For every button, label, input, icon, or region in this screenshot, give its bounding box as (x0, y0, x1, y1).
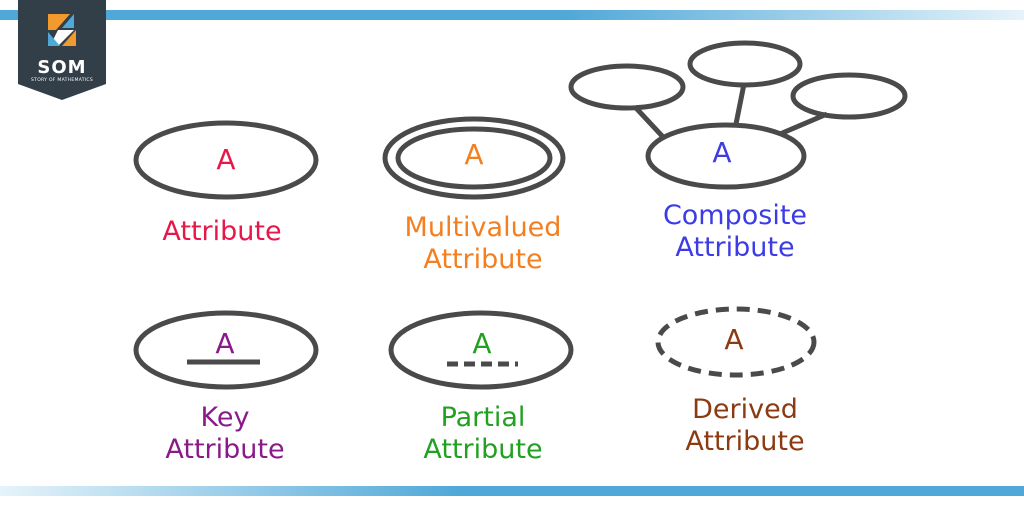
logo-abbr: SOM (37, 57, 87, 78)
partial-label: Partial Attribute (423, 402, 543, 465)
composite-main-ellipse (645, 122, 807, 190)
attribute-label: Attribute (162, 216, 282, 247)
derived-dashed-ellipse (655, 306, 817, 378)
logo-mark-icon (48, 14, 76, 46)
derived-label: Derived Attribute (685, 394, 805, 457)
multivalued-outer-ellipse (382, 116, 566, 200)
multivalued-symbol: A (464, 138, 484, 171)
som-logo (18, 0, 106, 100)
partial-symbol: A (472, 327, 492, 360)
attribute-ellipse (133, 120, 319, 200)
bottom-stripe (0, 486, 1024, 496)
composite-connector-middle (733, 83, 747, 125)
logo-tagline: STORY OF MATHEMATICS (31, 78, 93, 83)
attribute-symbol: A (216, 143, 236, 176)
key-label: Key Attribute (165, 402, 285, 465)
composite-label: Composite Attribute (662, 200, 808, 263)
composite-sub-ellipse-right (790, 72, 908, 120)
composite-sub-ellipse-left (568, 63, 686, 111)
partial-ellipse (388, 310, 574, 390)
derived-symbol: A (724, 323, 744, 356)
composite-connector-right (779, 111, 828, 137)
multivalued-inner-ellipse (395, 126, 553, 190)
multivalued-label: Multivalued Attribute (404, 212, 562, 275)
composite-connector-left (634, 106, 666, 140)
top-stripe (0, 10, 1024, 20)
key-symbol: A (215, 327, 235, 360)
composite-sub-ellipse-middle (687, 40, 803, 88)
key-ellipse (133, 310, 319, 390)
composite-symbol: A (712, 136, 732, 169)
